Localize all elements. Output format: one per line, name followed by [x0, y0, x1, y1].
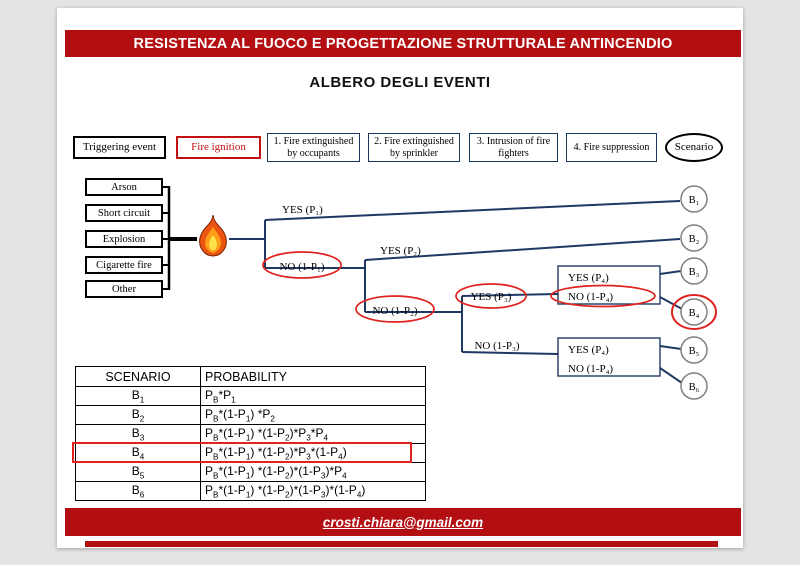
highlight-ellipse-no-p4 [550, 284, 656, 308]
table-header-row: SCENARIO PROBABILITY [75, 366, 426, 387]
header-box-label: 4. Fire suppression [573, 141, 650, 153]
probability-cell: PB*(1-P1) *(1-P2)*(1-P3)*(1-P4) [200, 481, 426, 501]
header-box-triggering-event: Triggering event [73, 136, 166, 159]
header-box-label: Triggering event [82, 141, 157, 154]
scenario-cell: B2 [75, 405, 201, 425]
header-box-fire-ignition: Fire ignition [176, 136, 261, 159]
branch-label-yes-p2: YES (P₂) [380, 245, 421, 257]
scenario-circle-b5 [680, 336, 708, 364]
scenario-label-b5: B₅ [689, 346, 700, 357]
cause-connectors [163, 186, 197, 290]
scenario-cell: B1 [75, 386, 201, 406]
scenario-label-b4: B₄ [689, 308, 700, 319]
scenario-circle-b3 [680, 257, 708, 285]
header-box-intrusion-fire-fighters: 3. Intrusion of fire fighters [469, 133, 558, 162]
branch-label-yes-p1: YES (P₁) [282, 204, 323, 216]
probability-table: SCENARIO PROBABILITY B1 PB*P1 B2 PB*(1-P… [75, 366, 426, 501]
presentation-slide: RESISTENZA AL FUOCO E PROGETTAZIONE STRU… [57, 8, 743, 548]
fire-flame-icon [199, 214, 227, 257]
header-ellipse-scenario: Scenario [665, 133, 723, 162]
branch-label-no-p1: NO (1-P₁) [279, 261, 324, 273]
highlight-ellipse-no-p2 [355, 295, 435, 323]
scenario-circle-b4 [680, 298, 708, 326]
header-box-label: 3. Intrusion of fire fighters [476, 135, 551, 159]
scenario-label-b1: B₁ [689, 195, 700, 206]
highlight-ellipse-yes-p3 [455, 283, 527, 309]
header-box-label: 1. Fire extinguished by occupants [273, 135, 354, 159]
column-header-scenario: SCENARIO [75, 366, 201, 387]
red-highlight-ellipses [262, 251, 717, 330]
scenario-cell: B4 [75, 443, 201, 463]
tree-branch-lines [229, 200, 683, 384]
table-row: B6 PB*(1-P1) *(1-P2)*(1-P3)*(1-P4) [75, 481, 426, 501]
cause-box-other: Other [85, 280, 163, 298]
event-tree-diagram: YES (P₁) NO (1-P₁) YES (P₂) NO (1-P₂) YE… [163, 185, 717, 400]
scenario-cell: B3 [75, 424, 201, 444]
column-header-probability: PROBABILITY [200, 366, 426, 387]
bottom-red-strip [85, 541, 718, 547]
cause-box-arson: Arson [85, 178, 163, 196]
table-row: B3 PB*(1-P1) *(1-P2)*P3*P4 [75, 424, 426, 444]
table-row-highlighted: B4 PB*(1-P1) *(1-P2)*P3*(1-P4) [75, 443, 426, 463]
header-box-label: Scenario [674, 141, 714, 154]
branch-label-yes-p4-upper: YES (P₄) [568, 272, 609, 284]
header-box-extinguished-occupants: 1. Fire extinguished by occupants [267, 133, 360, 162]
header-box-extinguished-sprinkler: 2. Fire extinguished by sprinkler [368, 133, 460, 162]
email-link[interactable]: crosti.chiara@gmail.com [322, 514, 484, 530]
branch-label-no-p4-upper: NO (1-P₄) [568, 291, 613, 303]
probability-table-wrap: SCENARIO PROBABILITY B1 PB*P1 B2 PB*(1-P… [75, 366, 426, 501]
scenario-cell: B5 [75, 462, 201, 482]
footer-bar: crosti.chiara@gmail.com [65, 508, 741, 536]
slide-title-bar: RESISTENZA AL FUOCO E PROGETTAZIONE STRU… [65, 30, 741, 57]
probability-cell: PB*P1 [200, 386, 426, 406]
header-box-label: 2. Fire extinguished by sprinkler [374, 135, 454, 159]
branch-label-yes-p4-lower: YES (P₄) [568, 344, 609, 356]
scenario-circle-b1 [680, 185, 708, 213]
slide-subtitle: ALBERO DEGLI EVENTI [309, 74, 491, 91]
scenario-label-b2: B₂ [689, 234, 700, 245]
scenario-cell: B6 [75, 481, 201, 501]
probability-cell: PB*(1-P1) *P2 [200, 405, 426, 425]
scenario-label-b6: B₆ [689, 382, 700, 393]
p4-split-box-lower [557, 337, 661, 377]
probability-cell: PB*(1-P1) *(1-P2)*P3*(1-P4) [200, 443, 426, 463]
header-box-fire-suppression: 4. Fire suppression [566, 133, 657, 162]
branch-label-no-p2: NO (1-P₂) [372, 305, 417, 317]
highlight-ellipse-b4 [671, 294, 717, 330]
cause-box-cigarette-fire: Cigarette fire [85, 256, 163, 274]
branch-label-yes-p3: YES (P₃) [471, 291, 512, 303]
probability-cell: PB*(1-P1) *(1-P2)*P3*P4 [200, 424, 426, 444]
table-row: B1 PB*P1 [75, 386, 426, 406]
highlight-ellipse-no-p1 [262, 251, 342, 279]
table-row: B2 PB*(1-P1) *P2 [75, 405, 426, 425]
branch-label-no-p3: NO (1-P₃) [474, 340, 519, 352]
cause-box-explosion: Explosion [85, 230, 163, 248]
cause-box-short-circuit: Short circuit [85, 204, 163, 222]
header-box-label: Fire ignition [191, 141, 246, 154]
scenario-label-b3: B₃ [689, 267, 700, 278]
probability-cell: PB*(1-P1) *(1-P2)*(1-P3)*P4 [200, 462, 426, 482]
table-row: B5 PB*(1-P1) *(1-P2)*(1-P3)*P4 [75, 462, 426, 482]
scenario-circle-b6 [680, 372, 708, 400]
slide-title: RESISTENZA AL FUOCO E PROGETTAZIONE STRU… [133, 35, 673, 52]
branch-label-no-p4-lower: NO (1-P₄) [568, 363, 613, 375]
scenario-circle-b2 [680, 224, 708, 252]
scenario-circles: B₁ B₂ B₃ B₄ B₅ B₆ [680, 185, 708, 400]
